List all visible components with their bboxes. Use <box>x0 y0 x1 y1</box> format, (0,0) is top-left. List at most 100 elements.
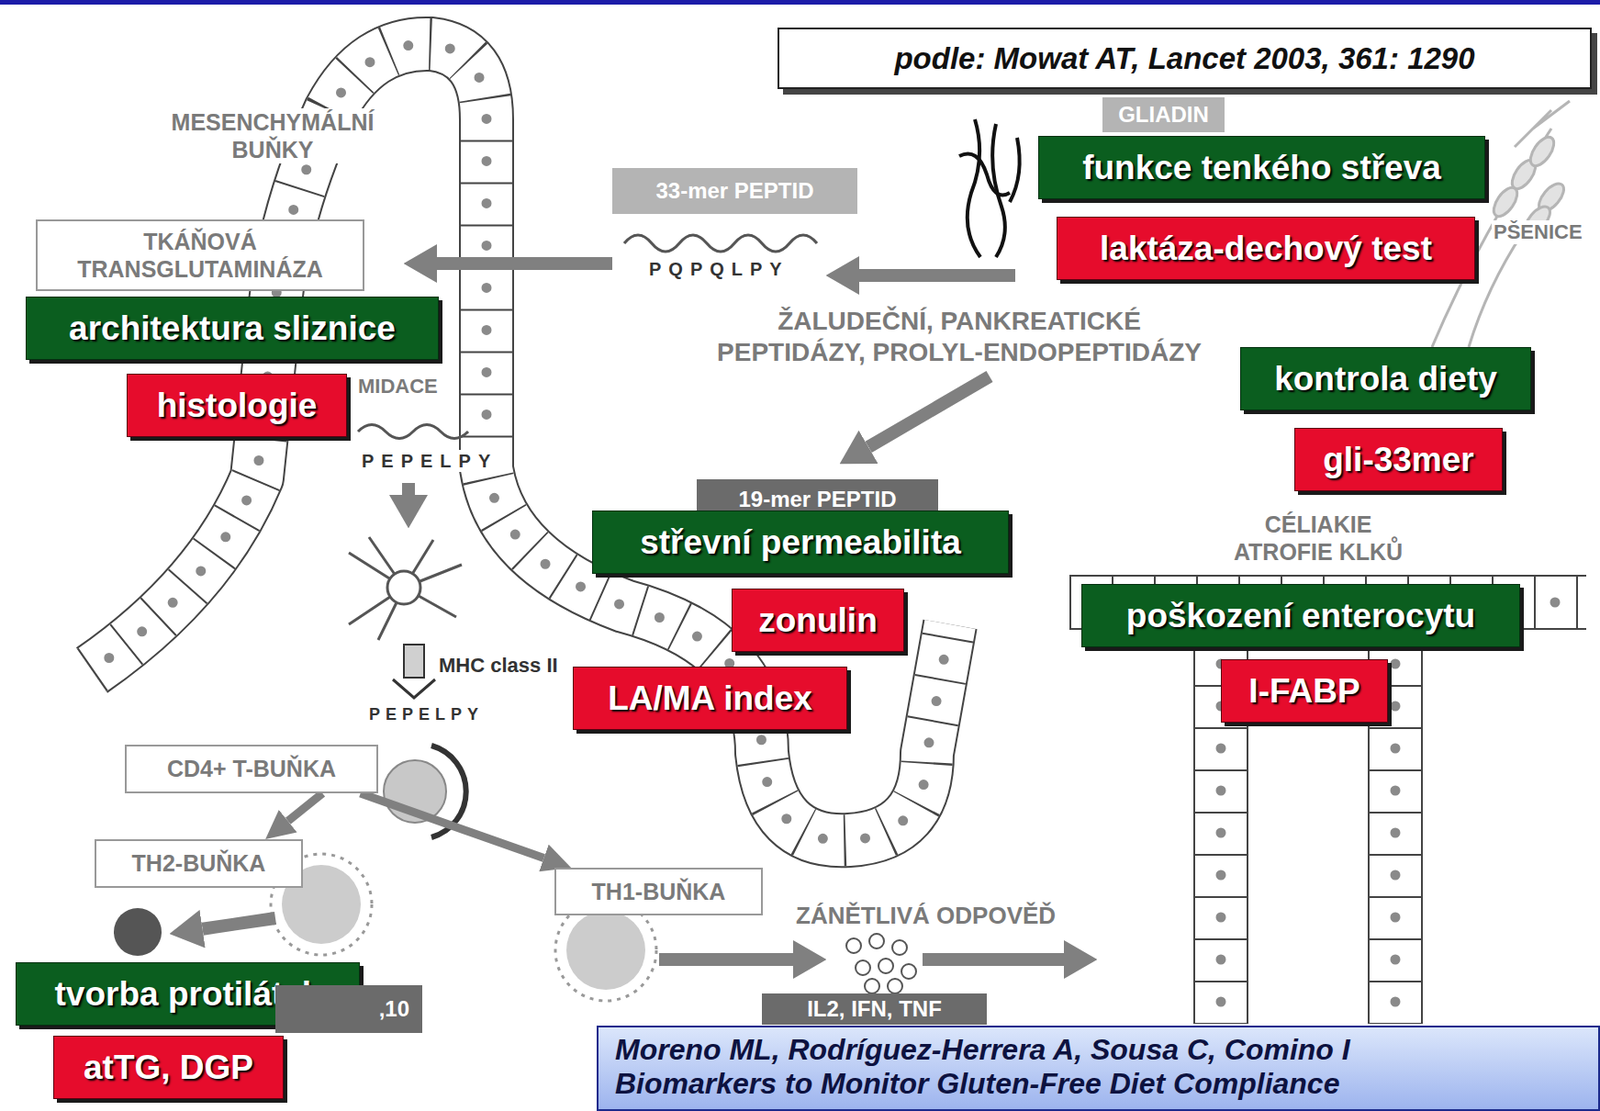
process-arrows <box>202 263 1064 960</box>
wheat-stalk <box>1468 183 1561 347</box>
function-box: kontrola diety <box>1240 346 1532 411</box>
node-text: CD4+ T-BUŇKA <box>167 755 336 783</box>
wheat-grain <box>1525 133 1558 170</box>
connector-arrow <box>288 793 324 821</box>
node-text: kontrola diety <box>1274 359 1498 399</box>
cytokine <box>869 933 884 949</box>
cell-borders <box>91 44 1587 1024</box>
cell-label-box: TH2-BUŇKA <box>94 839 303 888</box>
gliadin-strand <box>1009 137 1020 202</box>
cytokine <box>901 963 917 979</box>
peptide-chain <box>358 425 469 439</box>
frame-bar <box>0 0 1600 5</box>
function-box: architektura sliznice <box>25 296 439 360</box>
biomarker-box: zonulin <box>731 588 905 652</box>
cytokine <box>887 978 903 994</box>
process-arrow <box>868 376 990 448</box>
cytokine <box>878 958 894 974</box>
peptide-chain <box>624 234 817 252</box>
biomarker-box: laktáza-dechový test <box>1056 216 1476 280</box>
process-arrow <box>202 917 276 929</box>
peptide-box: GLIADIN <box>1102 97 1225 133</box>
function-box: poškození enterocytu <box>1081 583 1521 648</box>
node-text: IL2, IFN, TNF <box>806 995 942 1022</box>
node-text: GLIADIN <box>1118 101 1209 128</box>
enzyme-label: ŽALUDEČNÍ, PANKREATICKÉ PEPTIDÁZY, PROLY… <box>702 305 1217 368</box>
peptide-sequence: PQPQLPY <box>647 257 792 280</box>
cytokine <box>892 939 907 955</box>
cytokine <box>846 938 862 953</box>
epithelium-fill <box>91 44 1587 1024</box>
cell-label-box: TH1-BUŇKA <box>554 867 763 916</box>
villus-crypt <box>91 44 951 840</box>
process-arrow <box>402 482 415 495</box>
plasma-cell <box>113 907 162 956</box>
villus-crypt <box>91 44 951 840</box>
process-label: ZÁNĚTLIVÁ ODPOVĚĎ <box>794 901 1058 930</box>
plant-label: PŠENICE <box>1491 220 1585 245</box>
process-arrow <box>436 257 613 270</box>
epithelium-outline <box>91 44 1587 1024</box>
function-box: střevní permeabilita <box>592 510 1009 574</box>
node-text: Biomarkers to Monitor Gluten-Free Diet C… <box>615 1066 1340 1101</box>
node-text: atTG, DGP <box>83 1048 254 1087</box>
cytokines <box>846 933 917 994</box>
process-label: MIDACE <box>356 374 440 399</box>
molecule-label: MHC class II <box>436 653 560 678</box>
villus-crypt <box>91 44 951 840</box>
node-text: TH1-BUŇKA <box>592 878 727 906</box>
wheat-awn <box>1514 100 1570 147</box>
cell-label: MESENCHYMÁLNÍ BUŇKY <box>146 108 399 164</box>
node-text: laktáza-dechový test <box>1099 229 1433 269</box>
node-text: zonulin <box>758 601 877 640</box>
villus-crypt <box>91 44 951 840</box>
molecule-box: IL2, IFN, TNF <box>761 993 987 1025</box>
node-text: střevní permeabilita <box>639 523 962 562</box>
biomarker-box: atTG, DGP <box>53 1035 284 1099</box>
atrophic-crypt-wall <box>1390 642 1401 1024</box>
node-text: LA/MA index <box>607 679 813 718</box>
reference-box: Moreno ML, Rodríguez-Herrera A, Sousa C,… <box>596 1025 1600 1111</box>
cell-body <box>387 570 421 605</box>
cytokine <box>855 960 871 975</box>
gliadin-drawing <box>959 119 1020 258</box>
molecule-box: ,10 <box>275 984 423 1033</box>
node-text: gli-33mer <box>1322 440 1475 480</box>
peptide-box: 33-mer PEPTID <box>612 167 858 214</box>
cell-label-box: CD4+ T-BUŇKA <box>124 744 379 794</box>
condition-label: CÉLIAKIE ATROFIE KLKŮ <box>1219 510 1417 566</box>
gliadin-strand <box>967 119 981 258</box>
cell-label-box: TKÁŇOVÁ TRANSGLUTAMINÁZA <box>35 219 365 291</box>
function-box: funkce tenkého střeva <box>1038 135 1486 200</box>
peptide-sequence: PEPELPY <box>359 449 500 472</box>
node-text: TH2-BUŇKA <box>132 850 267 877</box>
process-arrow <box>659 952 794 966</box>
cytokine <box>864 978 880 994</box>
wheat-grain <box>1488 183 1522 221</box>
node-text: TKÁŇOVÁ TRANSGLUTAMINÁZA <box>53 227 347 283</box>
peptide-sequence: PEPELPY <box>367 704 486 726</box>
mhc-molecule <box>403 644 425 678</box>
dendrite <box>348 537 462 640</box>
node-text: funkce tenkého střeva <box>1082 148 1442 188</box>
biomarker-box: I-FABP <box>1220 659 1388 723</box>
th1-cell <box>566 910 646 990</box>
node-text: architektura sliznice <box>68 309 396 348</box>
cell-nuclei <box>91 44 1587 1024</box>
node-text: ,10 <box>379 995 410 1022</box>
node-text: I-FABP <box>1248 671 1360 711</box>
node-text: podle: Mowat AT, Lancet 2003, 361: 1290 <box>894 41 1475 77</box>
process-arrow <box>922 952 1064 966</box>
node-text: 19-mer PEPTID <box>738 486 896 513</box>
node-text: histologie <box>156 386 318 426</box>
biomarker-box: gli-33mer <box>1294 427 1503 492</box>
node-text: poškození enterocytu <box>1126 596 1476 636</box>
source-box: podle: Mowat AT, Lancet 2003, 361: 1290 <box>777 27 1592 90</box>
mhc-groove <box>392 679 436 698</box>
connector-arrow <box>360 793 545 859</box>
node-text: Moreno ML, Rodríguez-Herrera A, Sousa C,… <box>615 1032 1351 1067</box>
node-text: 33-mer PEPTID <box>655 178 814 204</box>
gliadin-strand <box>959 154 1010 196</box>
biomarker-box: LA/MA index <box>572 666 848 730</box>
